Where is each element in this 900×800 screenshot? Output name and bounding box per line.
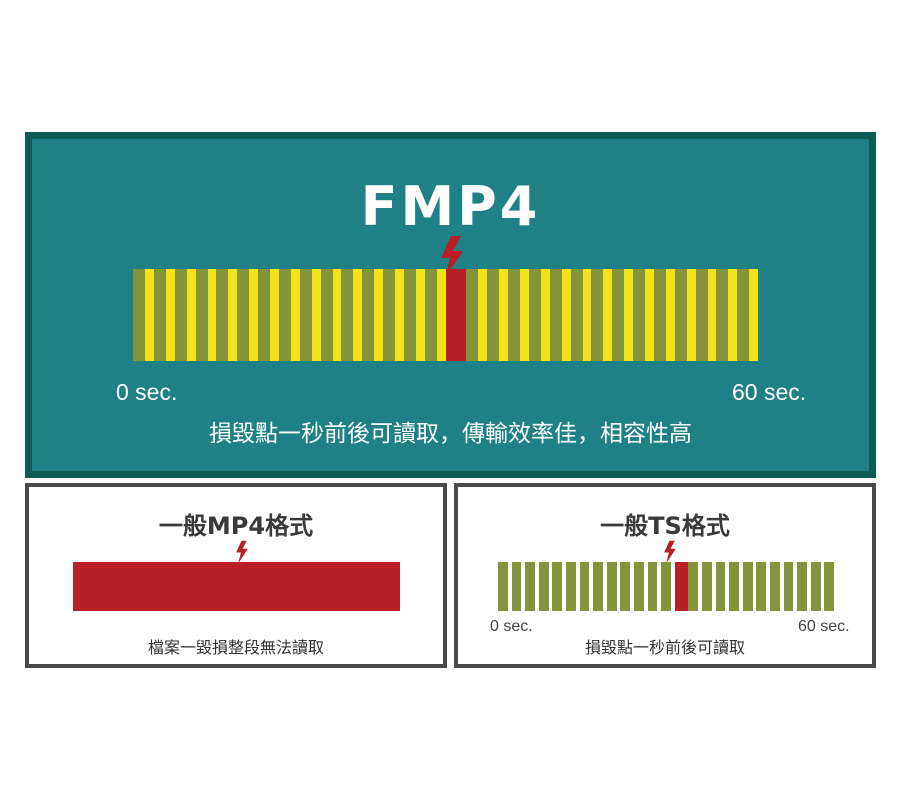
fmp4-damaged-segment — [445, 269, 467, 361]
ts-segment — [511, 562, 522, 611]
fmp4-segment — [362, 269, 375, 361]
ts-segment — [661, 562, 671, 611]
fmp4-segment — [528, 269, 541, 361]
fmp4-segment — [320, 269, 333, 361]
fmp4-segment — [674, 269, 687, 361]
ts-segment — [566, 562, 576, 611]
ts-segment — [688, 562, 699, 611]
fmp4-segment — [612, 269, 625, 361]
fmp4-segment — [508, 269, 521, 361]
lightning-bolt-icon — [441, 236, 463, 278]
fmp4-segment — [133, 269, 146, 361]
lightning-bolt-icon — [664, 540, 676, 564]
ts-segment — [715, 562, 726, 611]
fmp4-segment — [258, 269, 271, 361]
fmp4-segment — [278, 269, 291, 361]
fmp4-segment — [737, 269, 750, 361]
ts-segment — [756, 562, 767, 611]
lightning-bolt-icon — [236, 540, 248, 564]
ts-segment — [620, 562, 631, 611]
fmp4-segment — [299, 269, 312, 361]
fmp4-panel: FMP4 0 sec. 60 sec. 損毀點一秒前後可讀取，傳輸效率佳，相容性… — [25, 132, 876, 478]
ts-segment — [783, 562, 794, 611]
fmp4-segment — [591, 269, 604, 361]
fmp4-segment — [341, 269, 354, 361]
fmp4-segment — [237, 269, 250, 361]
ts-panel: 一般TS格式 0 sec. 60 sec. 損毀點一秒前後可讀取 — [454, 483, 876, 668]
ts-segment — [770, 562, 780, 611]
ts-segment — [702, 562, 712, 611]
ts-segment — [824, 562, 835, 611]
fmp4-segment — [570, 269, 583, 361]
mp4-caption: 檔案一毀損整段無法讀取 — [147, 638, 324, 657]
ts-title: 一般TS格式 — [600, 512, 730, 540]
ts-segment — [552, 562, 563, 611]
ts-segment — [593, 562, 603, 611]
mp4-title: 一般MP4格式 — [158, 512, 314, 540]
fmp4-segment — [633, 269, 646, 361]
fmp4-segment — [716, 269, 729, 361]
ts-segment — [525, 562, 535, 611]
ts-damaged-segment — [674, 562, 689, 611]
ts-segment — [797, 562, 807, 611]
ts-segment — [647, 562, 658, 611]
fmp4-segment — [653, 269, 666, 361]
fmp4-segment — [466, 269, 479, 361]
mp4-panel: 一般MP4格式 檔案一毀損整段無法讀取 — [25, 483, 447, 668]
fmp4-segment — [195, 269, 208, 361]
fmp4-segment — [174, 269, 187, 361]
ts-axis-end: 60 sec. — [798, 618, 850, 635]
ts-segment-bar — [498, 562, 838, 611]
ts-segment — [742, 562, 753, 611]
ts-segment — [606, 562, 617, 611]
ts-segment — [810, 562, 821, 611]
ts-segment — [634, 562, 644, 611]
fmp4-segment-bar — [133, 269, 758, 361]
ts-caption: 損毀點一秒前後可讀取 — [584, 638, 745, 657]
ts-axis-start: 0 sec. — [490, 618, 533, 635]
fmp4-caption: 損毀點一秒前後可讀取，傳輸效率佳，相容性高 — [209, 421, 692, 447]
fmp4-axis-end: 60 sec. — [732, 379, 807, 405]
ts-segment — [498, 562, 508, 611]
fmp4-segment — [403, 269, 416, 361]
fmp4-axis-start: 0 sec. — [116, 379, 178, 405]
ts-segment — [729, 562, 739, 611]
ts-segment — [538, 562, 549, 611]
fmp4-segment — [383, 269, 396, 361]
mp4-damaged-file-block — [73, 562, 400, 611]
fmp4-segment — [153, 269, 166, 361]
fmp4-segment — [695, 269, 708, 361]
fmp4-segment — [487, 269, 500, 361]
fmp4-segment — [424, 269, 437, 361]
ts-segment — [579, 562, 590, 611]
fmp4-segment — [549, 269, 562, 361]
fmp4-title: FMP4 — [360, 175, 541, 238]
fmp4-segment — [216, 269, 229, 361]
